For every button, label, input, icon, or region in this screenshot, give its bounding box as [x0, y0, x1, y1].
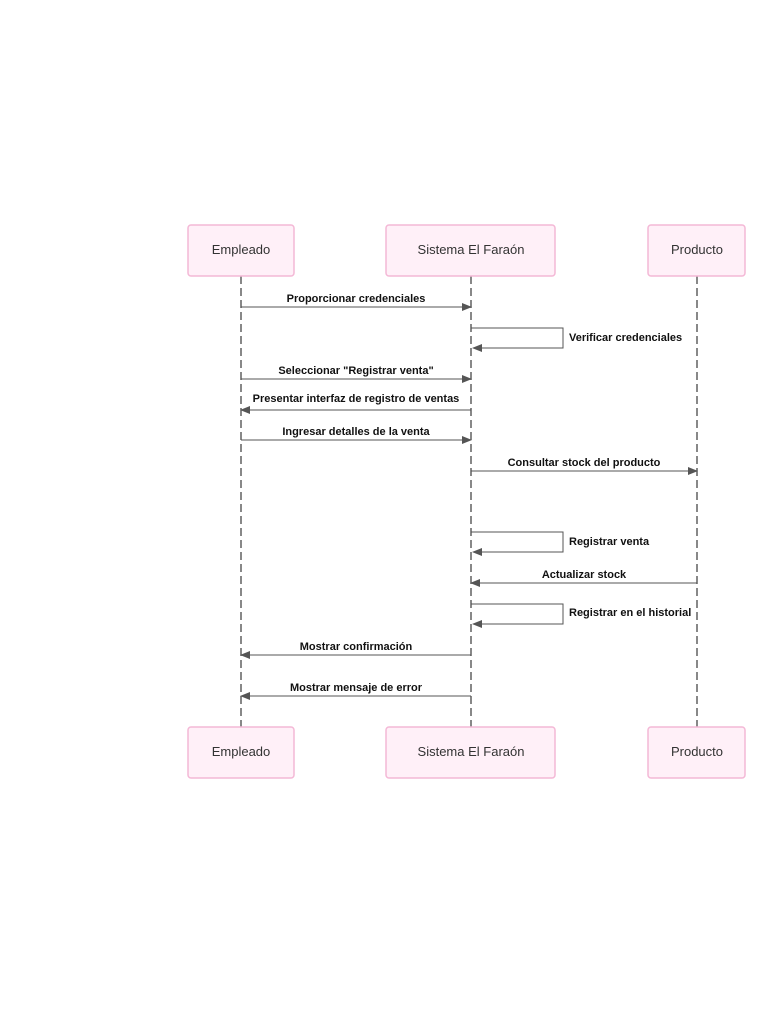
message-label: Registrar venta	[569, 536, 650, 548]
actor-bottom-sistema: Sistema El Faraón	[385, 726, 556, 779]
message-label: Mostrar mensaje de error	[290, 682, 423, 694]
message-registrar-historial: Registrar en el historial	[471, 603, 691, 628]
message-actualizar-stock: Actualizar stock	[470, 569, 697, 587]
actor-label: Empleado	[212, 744, 271, 759]
actor-top-producto: Producto	[647, 224, 746, 277]
actor-top-empleado: Empleado	[187, 224, 295, 277]
actor-label: Sistema El Faraón	[418, 242, 525, 257]
actor-label: Sistema El Faraón	[418, 744, 525, 759]
message-mostrar-error: Mostrar mensaje de error	[240, 682, 471, 700]
message-label: Presentar interfaz de registro de ventas	[253, 393, 460, 405]
message-verificar-credenciales: Verificar credenciales	[471, 327, 682, 352]
message-label: Consultar stock del producto	[508, 457, 661, 469]
actor-top-sistema: Sistema El Faraón	[385, 224, 556, 277]
message-ingresar-detalles: Ingresar detalles de la venta	[241, 426, 472, 444]
message-mostrar-confirmacion: Mostrar confirmación	[240, 641, 471, 659]
message-label: Proporcionar credenciales	[287, 293, 426, 305]
message-label: Mostrar confirmación	[300, 641, 413, 653]
message-label: Registrar en el historial	[569, 607, 691, 619]
message-registrar-venta: Registrar venta	[471, 531, 650, 556]
message-label: Seleccionar "Registrar venta"	[278, 365, 433, 377]
message-presentar-interfaz: Presentar interfaz de registro de ventas	[240, 393, 471, 414]
message-label: Ingresar detalles de la venta	[282, 426, 430, 438]
actor-label: Producto	[671, 744, 723, 759]
actor-bottom-producto: Producto	[647, 726, 746, 779]
message-consultar-stock: Consultar stock del producto	[471, 457, 698, 475]
message-label: Actualizar stock	[542, 569, 627, 581]
actor-label: Empleado	[212, 242, 271, 257]
actor-label: Producto	[671, 242, 723, 257]
message-label: Verificar credenciales	[569, 332, 682, 344]
actor-bottom-empleado: Empleado	[187, 726, 295, 779]
message-proporcionar-credenciales: Proporcionar credenciales	[241, 293, 472, 311]
message-seleccionar-registrar-venta: Seleccionar "Registrar venta"	[241, 365, 472, 383]
